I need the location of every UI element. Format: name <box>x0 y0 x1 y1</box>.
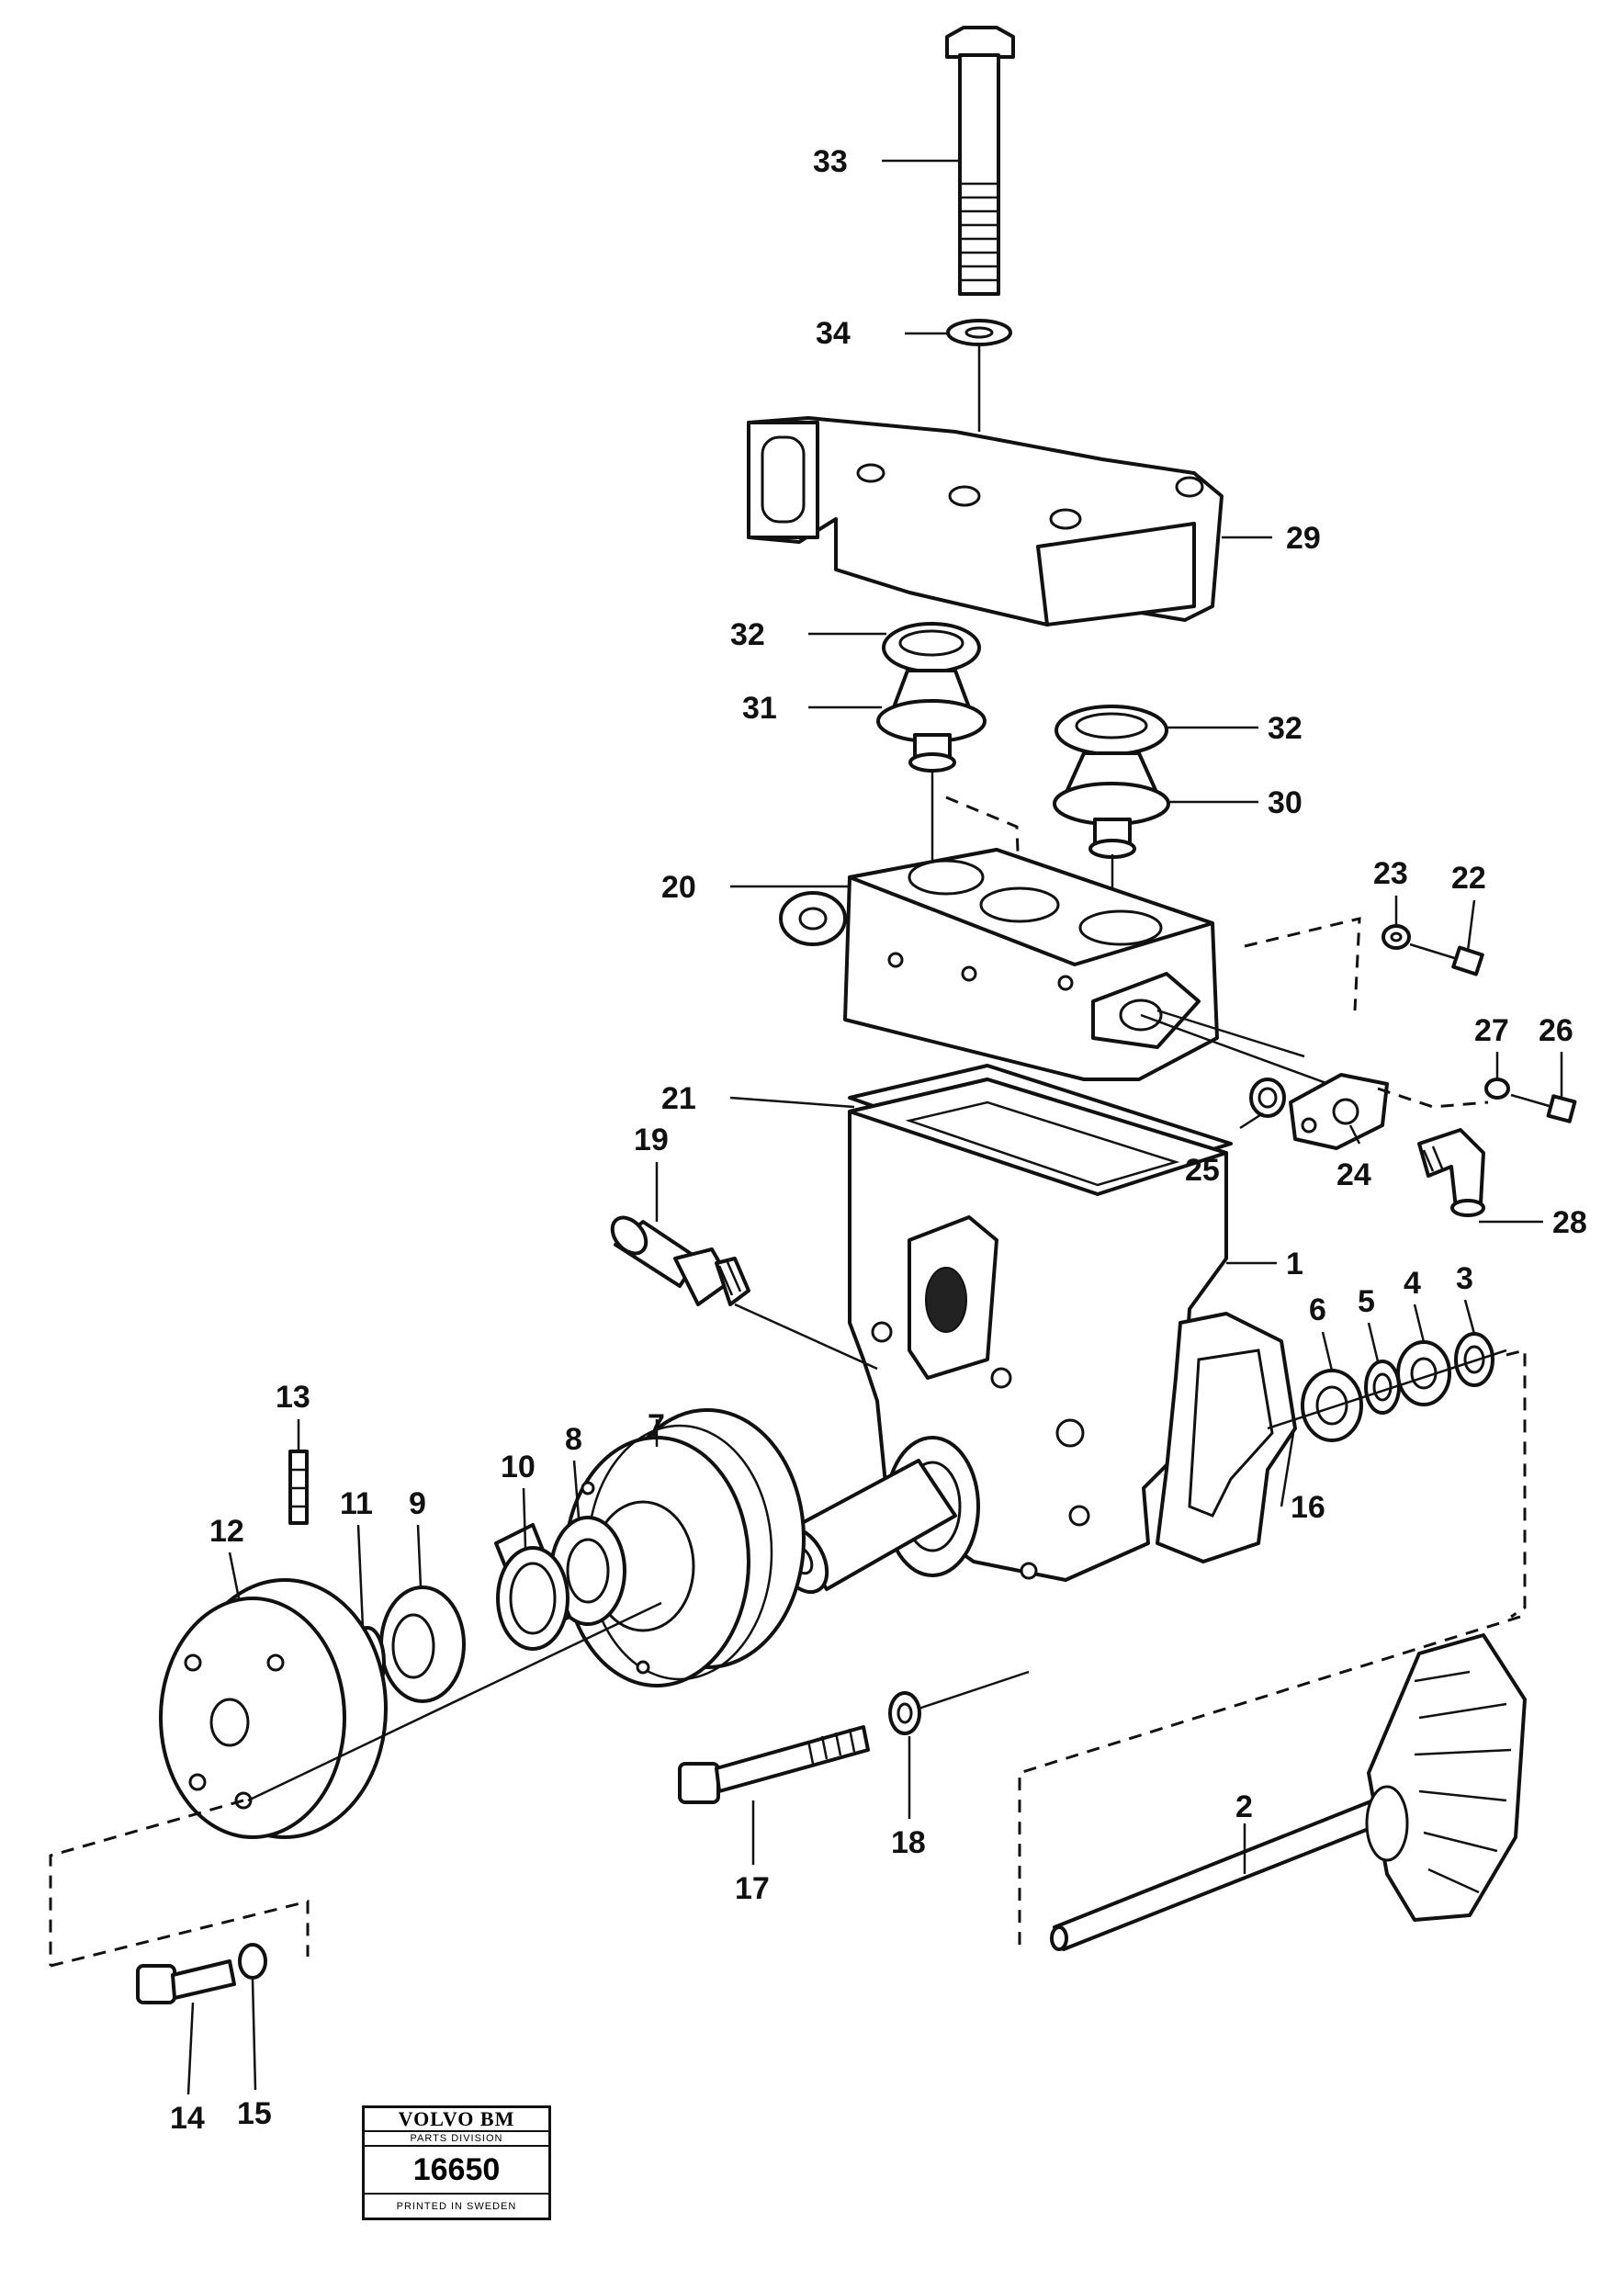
callout-24: 24 <box>1336 1157 1371 1192</box>
callout-14: 14 <box>170 2101 205 2136</box>
pump-housing-1 <box>848 1078 1228 1582</box>
fitting-19 <box>610 1215 750 1306</box>
callout-12: 12 <box>209 1514 244 1549</box>
hub-8 <box>549 1516 626 1626</box>
callout-5: 5 <box>1358 1284 1375 1319</box>
callout-30: 30 <box>1268 785 1303 820</box>
bolt-14 <box>136 1959 236 2004</box>
stamp-division: PARTS DIVISION <box>365 2132 548 2147</box>
housing-cover-29 <box>747 416 1224 626</box>
thermostat-housing-20 <box>779 848 1219 1081</box>
thermostat-30 <box>1053 705 1170 859</box>
stamp-number: 16650 <box>365 2147 548 2195</box>
callout-4: 4 <box>1404 1266 1421 1301</box>
callout-18: 18 <box>891 1825 926 1860</box>
screw-22 <box>1409 942 1484 976</box>
callout-32a: 32 <box>730 617 765 652</box>
seal-5 <box>1364 1360 1401 1415</box>
seal-4 <box>1396 1340 1451 1406</box>
leader-lines <box>186 159 1563 2095</box>
sleeve-10 <box>494 1523 571 1651</box>
pin-13 <box>288 1450 309 1525</box>
callout-31: 31 <box>742 691 777 726</box>
bolt-33 <box>945 26 1015 296</box>
elbow-fitting-28 <box>1417 1128 1485 1217</box>
callout-8: 8 <box>565 1422 582 1457</box>
callout-32b: 32 <box>1268 711 1303 746</box>
callout-11: 11 <box>340 1486 373 1521</box>
callout-labels: 33 34 29 32 31 32 30 20 23 22 27 26 21 2… <box>170 144 1587 2136</box>
callout-19: 19 <box>634 1123 669 1157</box>
bolt-17 <box>678 1725 870 1804</box>
callout-22: 22 <box>1451 861 1486 896</box>
callout-25: 25 <box>1185 1153 1220 1188</box>
callout-9: 9 <box>409 1486 426 1521</box>
callout-23: 23 <box>1373 856 1408 891</box>
callout-10: 10 <box>501 1450 536 1484</box>
volvo-bm-parts-stamp: VOLVO BM PARTS DIVISION 16650 PRINTED IN… <box>362 2105 551 2220</box>
callout-21: 21 <box>661 1081 696 1116</box>
stamp-brand: VOLVO BM <box>365 2108 548 2132</box>
thermostat-31 <box>876 622 987 773</box>
washer-15 <box>238 1943 267 1980</box>
callout-33: 33 <box>813 144 848 179</box>
callout-15: 15 <box>237 2096 272 2131</box>
callout-13: 13 <box>276 1380 310 1415</box>
callout-7: 7 <box>648 1408 665 1443</box>
bearing-6 <box>1301 1369 1363 1442</box>
impeller-2 <box>1050 1633 1527 1951</box>
callout-1: 1 <box>1286 1247 1303 1281</box>
screw-26 <box>1510 1093 1577 1123</box>
callout-16: 16 <box>1291 1490 1325 1525</box>
callout-17: 17 <box>735 1871 770 1906</box>
bearing-9 <box>379 1586 466 1703</box>
ring-3 <box>1454 1332 1494 1387</box>
gasket-16 <box>1156 1312 1297 1563</box>
pulley-12 <box>159 1578 388 1839</box>
callout-2: 2 <box>1235 1789 1253 1824</box>
callout-27: 27 <box>1474 1013 1509 1048</box>
callout-34: 34 <box>816 316 851 351</box>
flange-24 <box>1289 1073 1389 1150</box>
washer-27 <box>1484 1078 1510 1100</box>
callout-3: 3 <box>1456 1261 1473 1296</box>
callout-26: 26 <box>1539 1013 1573 1048</box>
callout-29: 29 <box>1286 521 1321 556</box>
callout-20: 20 <box>661 870 696 905</box>
callout-6: 6 <box>1309 1292 1326 1327</box>
callout-28: 28 <box>1552 1205 1587 1240</box>
stamp-printed: PRINTED IN SWEDEN <box>396 2201 517 2212</box>
